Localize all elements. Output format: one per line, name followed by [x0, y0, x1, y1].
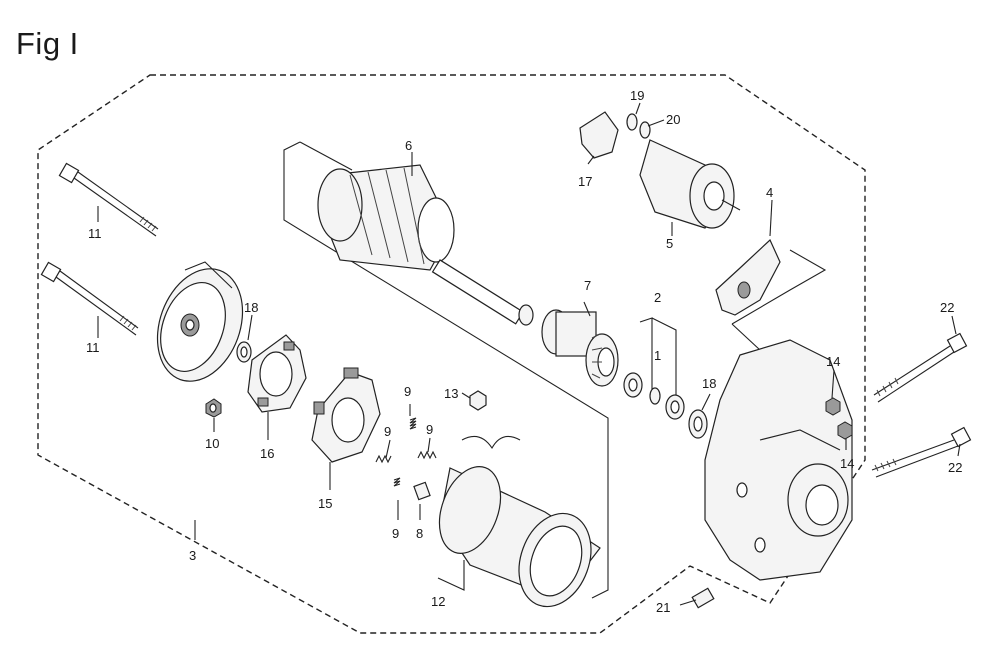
dowel-pin	[691, 587, 715, 609]
callout-6: 6	[405, 138, 412, 153]
callout-2: 2	[654, 290, 661, 305]
rear-cover	[156, 261, 244, 382]
callout-22a: 22	[940, 300, 954, 315]
callout-17: 17	[578, 174, 592, 189]
callout-18a: 18	[244, 300, 258, 315]
callout-5: 5	[666, 236, 673, 251]
mount-bolt-upper	[873, 332, 968, 403]
callout-10: 10	[205, 436, 219, 451]
callout-15: 15	[318, 496, 332, 511]
figure-title: Fig I	[16, 26, 79, 61]
armature	[317, 164, 534, 326]
nut-14-lower	[837, 421, 853, 440]
nut-10	[205, 398, 222, 418]
callout-20: 20	[666, 112, 680, 127]
callout-16: 16	[260, 446, 274, 461]
callout-9a: 9	[404, 384, 411, 399]
nut-13	[469, 390, 487, 411]
callout-9c: 9	[426, 422, 433, 437]
assembly-boundary	[37, 74, 866, 634]
brush-holder	[311, 367, 381, 463]
callout-11a: 11	[88, 226, 102, 241]
leader-lines	[97, 102, 961, 606]
front-housing	[704, 339, 853, 581]
through-bolt-upper	[58, 162, 159, 237]
plunger-17	[579, 111, 619, 159]
callout-19: 19	[630, 88, 644, 103]
brush-holder-plate	[247, 334, 307, 413]
callout-12: 12	[431, 594, 445, 609]
callout-9b: 9	[384, 424, 391, 439]
pinion-clutch	[541, 309, 619, 387]
callout-21: 21	[656, 600, 670, 615]
callout-14a: 14	[826, 354, 840, 369]
spring-19-20	[626, 113, 651, 139]
group-bracket-lines	[283, 141, 827, 599]
mount-bolt-lower	[871, 426, 972, 478]
callout-11b: 11	[86, 340, 100, 355]
callout-1: 1	[654, 348, 661, 363]
brush-springs	[375, 417, 437, 487]
callout-22b: 22	[948, 460, 962, 475]
through-bolt-lower	[40, 261, 139, 336]
callout-9d: 9	[392, 526, 399, 541]
callout-labels: 1 2 3 4 5 6 7 8 9 9 9 9 10 11 11 12 13 1…	[86, 88, 962, 615]
shift-lever	[715, 238, 781, 316]
stop-collar-parts	[623, 372, 685, 420]
yoke-housing	[438, 435, 601, 608]
callout-8: 8	[416, 526, 423, 541]
solenoid	[639, 139, 741, 229]
nut-14-upper	[825, 397, 841, 416]
brush	[413, 481, 431, 501]
callout-14b: 14	[840, 456, 854, 471]
callout-3: 3	[189, 548, 196, 563]
callout-4: 4	[766, 185, 773, 200]
washer-18-left	[236, 341, 252, 363]
callout-7: 7	[584, 278, 591, 293]
callout-18b: 18	[702, 376, 716, 391]
callout-13: 13	[444, 386, 458, 401]
washer-18-right	[688, 409, 708, 439]
